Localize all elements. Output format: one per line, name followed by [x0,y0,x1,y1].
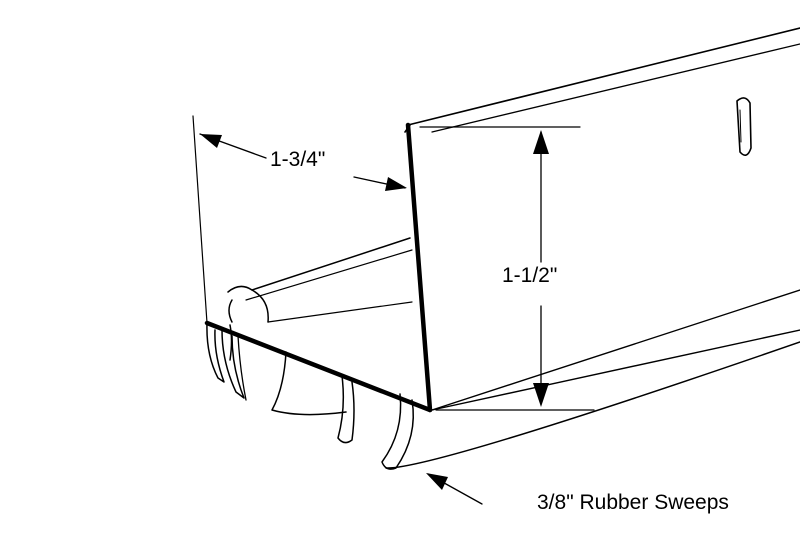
height-dimension [419,126,595,411]
mounting-slot-icon [736,97,752,156]
width-dimension [192,115,407,324]
sweeps-label: 3/8" Rubber Sweeps [537,491,729,514]
height-label: 1-1/2" [500,264,560,288]
flange-vertical-edge [405,122,433,413]
width-label: 1-3/4" [268,148,328,172]
sweeps-leader [426,473,483,505]
flange-front-face [431,289,800,411]
sweep-base [204,320,433,413]
rubber-sweep-fins [206,322,800,470]
flange-top-face [407,27,800,133]
